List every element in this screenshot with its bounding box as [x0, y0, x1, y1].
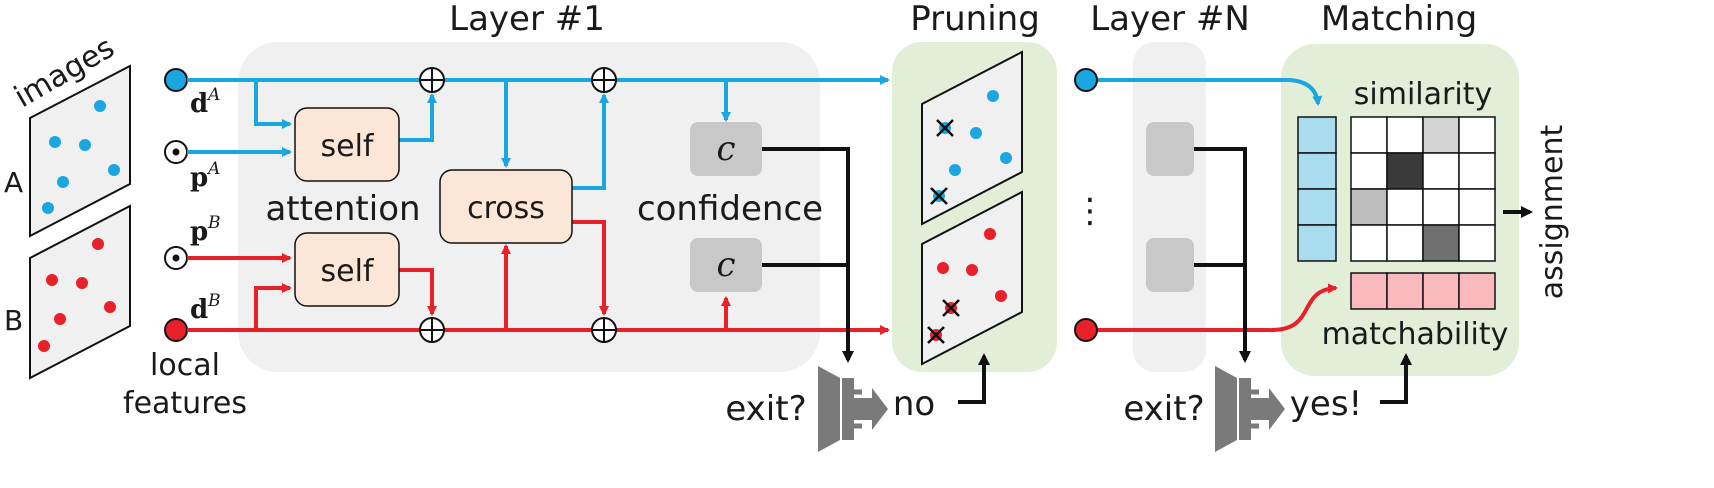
- prune-mark-icon-a: [930, 119, 954, 205]
- svg-text:A: A: [206, 85, 220, 105]
- exit-label-1: exit?: [725, 389, 806, 429]
- pruning-title: Pruning: [910, 0, 1040, 39]
- exit-path-N: [1194, 147, 1412, 404]
- similarity-label: similarity: [1354, 77, 1492, 112]
- svg-text:d: d: [190, 295, 208, 325]
- similarity-matrix: [1350, 116, 1496, 262]
- pA-label: p A: [190, 159, 220, 193]
- yes-label: yes!: [1290, 384, 1362, 424]
- self-attention-a-label: self: [321, 129, 375, 164]
- no-label: no: [893, 384, 935, 424]
- layerN-confidence-a-box: [1146, 122, 1194, 176]
- sum-node-a1: [419, 67, 445, 93]
- dB-label: d B: [190, 291, 221, 325]
- stream-b: [187, 220, 1338, 335]
- sum-node-b2: [591, 317, 617, 343]
- descriptor-vector-a: [1297, 116, 1337, 262]
- confidence-b-symbol: c: [716, 245, 735, 285]
- svg-text:B: B: [207, 213, 221, 233]
- svg-text:d: d: [190, 89, 208, 119]
- ellipsis: ⋮: [1073, 191, 1107, 231]
- confidence-b-box: [690, 238, 762, 292]
- descriptor-a-layerN-node: [1074, 68, 1098, 92]
- cross-attention-box: [439, 169, 573, 244]
- descriptor-a-node: [164, 68, 188, 92]
- descriptor-b-layerN-node: [1074, 318, 1098, 342]
- svg-text:p: p: [190, 163, 208, 193]
- pB-label: p B: [190, 213, 221, 247]
- svg-text:A: A: [206, 159, 220, 179]
- descriptor-b-node: [164, 318, 188, 342]
- layer1-title: Layer #1: [449, 0, 605, 39]
- image-a-keypoints: [42, 100, 120, 214]
- image-b-keypoints: [38, 238, 116, 352]
- self-attention-a-box: [294, 107, 400, 182]
- svg-text:B: B: [207, 291, 221, 311]
- matchability-vector: [1350, 272, 1496, 310]
- attention-label: attention: [265, 189, 420, 229]
- local-label: local: [150, 348, 220, 383]
- dA-label: d A: [190, 85, 220, 119]
- layerN-confidence-b-box: [1146, 238, 1194, 292]
- cross-attention-label: cross: [467, 191, 545, 226]
- confidence-label: confidence: [637, 189, 823, 229]
- assignment-label: assignment: [1535, 125, 1570, 300]
- self-attention-b-label: self: [321, 254, 375, 289]
- svg-text:p: p: [190, 217, 208, 247]
- exit-path-1: [762, 147, 990, 404]
- exit-door-icon-1: [818, 366, 888, 452]
- position-b-node: [164, 246, 188, 270]
- pruning-image-b: [921, 190, 1023, 366]
- exit-label-N: exit?: [1123, 389, 1204, 429]
- position-a-node: [164, 140, 188, 164]
- confidence-a-symbol: c: [716, 129, 735, 169]
- image-a-label: A: [4, 166, 23, 199]
- sum-node-a2: [591, 67, 617, 93]
- exit-door-icon-N: [1215, 366, 1285, 452]
- prune-mark-icon-b: [927, 299, 960, 344]
- matching-title: Matching: [1321, 0, 1477, 39]
- features-label: features: [123, 386, 247, 421]
- stream-a: [187, 75, 1323, 190]
- self-attention-b-box: [294, 232, 400, 307]
- sum-node-b1: [419, 317, 445, 343]
- layerN-panel: [1133, 42, 1206, 372]
- layerN-title: Layer #N: [1090, 0, 1250, 39]
- confidence-a-box: [690, 122, 762, 176]
- image-b-label: B: [4, 304, 23, 337]
- image-b-panel: [29, 204, 131, 380]
- matchability-label: matchability: [1322, 317, 1509, 352]
